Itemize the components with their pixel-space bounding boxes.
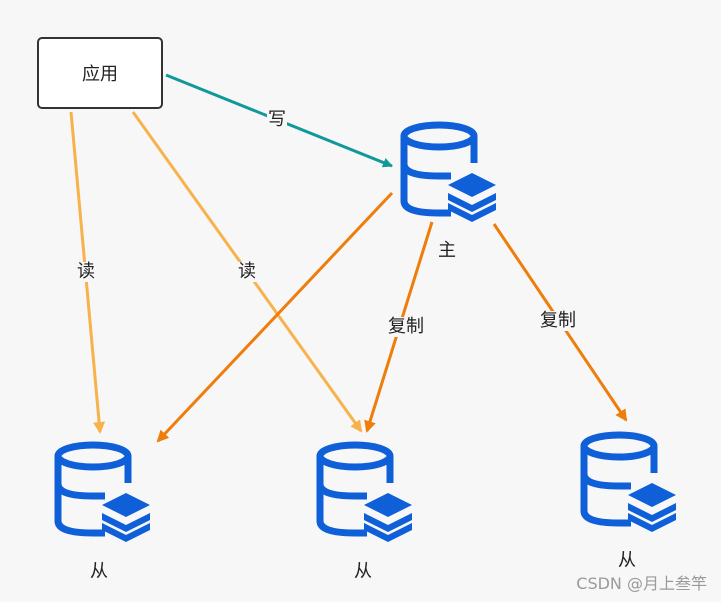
master-database-icon [404,125,496,222]
slave2-label: 从 [354,561,372,582]
write-label: 写 [267,109,287,130]
slave1-label: 从 [90,561,108,582]
replicate-edge-1 [156,191,394,443]
slave2-database-icon [320,445,412,542]
replicate-label-2: 复制 [539,310,577,331]
slave1-database-icon [58,445,150,542]
slave3-database-icon [584,435,676,532]
replicate-label-1: 复制 [387,316,425,337]
watermark: CSDN @月上叁竿 [576,574,707,593]
app-node: 应用 [37,37,163,109]
master-label: 主 [438,240,456,261]
app-label: 应用 [82,64,118,85]
slave3-label: 从 [618,550,636,571]
read-label-1: 读 [76,261,96,282]
read-label-2: 读 [237,261,257,282]
